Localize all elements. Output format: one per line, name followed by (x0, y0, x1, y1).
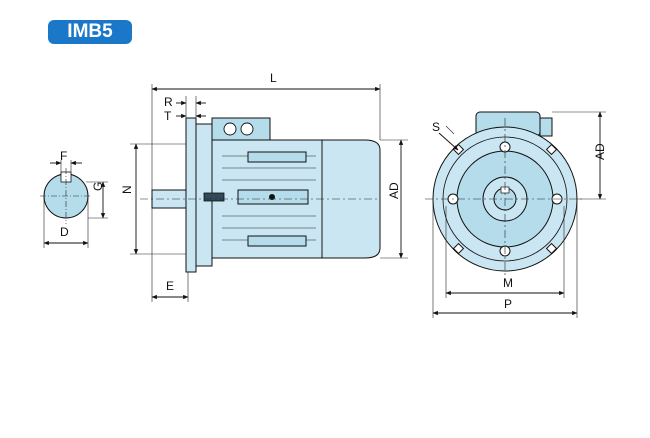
shaft-coupling (203, 192, 225, 202)
label-E: E (166, 279, 174, 293)
label-G: G (91, 182, 105, 191)
label-T: T (164, 109, 172, 123)
side-view: L R T N E AD (120, 71, 408, 302)
label-AD-side: AD (387, 182, 401, 199)
model-badge: IMB5 (48, 20, 132, 44)
bolt-holes (447, 141, 563, 257)
label-R: R (164, 95, 173, 109)
label-F: F (60, 149, 67, 163)
label-S: S (432, 120, 440, 134)
cable-gland-1 (223, 122, 237, 136)
label-P: P (504, 297, 512, 311)
top-pad (247, 151, 307, 163)
nameplate-mark (269, 194, 275, 200)
cable-gland-2 (240, 122, 254, 136)
label-L: L (270, 71, 277, 85)
label-N: N (120, 185, 134, 194)
label-M: M (503, 276, 513, 290)
flange (185, 117, 197, 273)
front-gland (539, 117, 553, 137)
shaft-section: F G D (40, 149, 108, 248)
label-AD-front: AD (593, 143, 607, 160)
label-D: D (60, 225, 69, 239)
front-view: S AD M P (425, 111, 607, 318)
bottom-pad (247, 235, 307, 247)
